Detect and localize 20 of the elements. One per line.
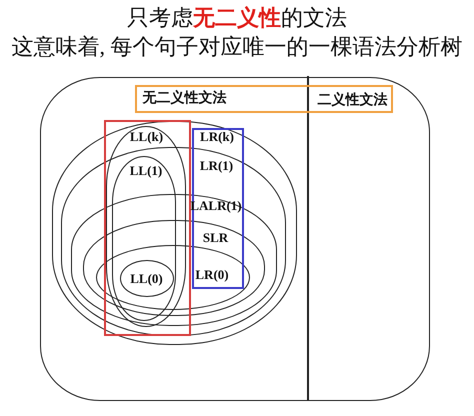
set-label: LL(k)	[130, 128, 164, 144]
grammar-region	[40, 77, 430, 401]
set-boundary	[96, 244, 250, 310]
set-boundary	[83, 220, 265, 316]
set-label: LR(k)	[200, 129, 234, 145]
category-label: 二义性文法	[318, 92, 388, 108]
category-label: 无二义性文法	[142, 90, 226, 106]
title: 只考虑无二义性的文法	[126, 5, 348, 31]
set-boundary	[61, 147, 286, 336]
set-boundary	[120, 260, 174, 297]
set-boundary	[70, 194, 276, 326]
subtitle: 这意味着, 每个句子对应唯一的一棵语法分析树	[10, 34, 464, 60]
set-label: LR(1)	[200, 158, 234, 174]
set-label: SLR	[202, 230, 228, 246]
set-label: LR(0)	[195, 267, 229, 283]
set-boundary	[112, 156, 176, 320]
category-band	[134, 84, 392, 112]
set-label: LL(0)	[130, 270, 163, 286]
set-label: LL(1)	[130, 163, 162, 179]
set-boundary	[52, 120, 296, 344]
